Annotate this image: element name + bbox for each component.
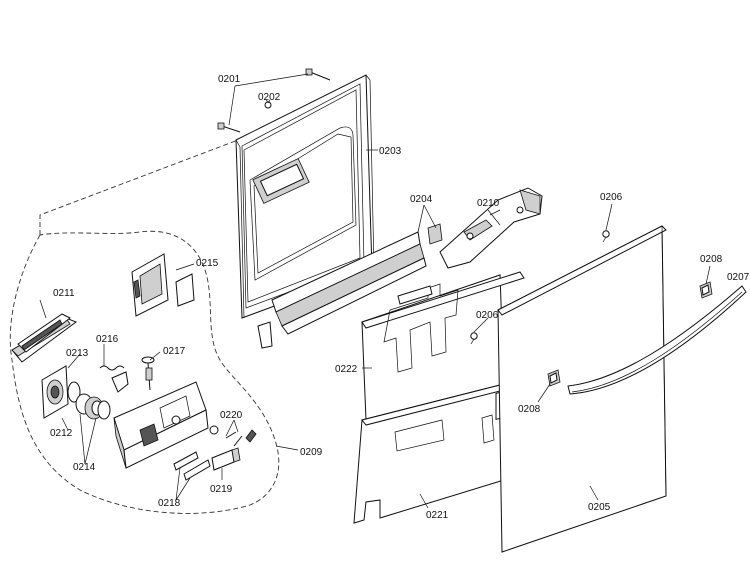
- dashed-leader-to-panel: [39, 139, 239, 235]
- part-0206-screw-upper: [602, 230, 610, 243]
- label-0209: 0209: [300, 447, 323, 458]
- part-0220-parts: [209, 425, 257, 447]
- label-0222: 0222: [335, 364, 358, 375]
- part-0202-screw: [264, 99, 272, 109]
- dispenser-body: [113, 381, 209, 469]
- label-0210: 0210: [477, 198, 500, 209]
- label-0205: 0205: [588, 502, 611, 513]
- part-0210-hinge-bracket: [439, 187, 543, 269]
- label-0213: 0213: [66, 348, 89, 359]
- label-0208-upper: 0208: [700, 254, 723, 265]
- part-0206-screw-lower: [470, 332, 478, 345]
- part-0212-cap: [41, 365, 69, 419]
- part-0221-panel: [353, 380, 547, 524]
- label-0216: 0216: [96, 334, 119, 345]
- label-0203: 0203: [379, 146, 402, 157]
- label-0220: 0220: [220, 410, 243, 421]
- assembly-0209-outline: [9, 230, 280, 514]
- part-0203-inner-door: [235, 74, 375, 319]
- label-0207: 0207: [727, 272, 750, 283]
- label-0206-lower: 0206: [476, 310, 499, 321]
- part-0217-pin: [141, 356, 155, 391]
- part-0218-levers: [173, 451, 211, 481]
- label-0218: 0218: [158, 498, 181, 509]
- label-0219: 0219: [210, 484, 233, 495]
- part-0207-handle-bar: [567, 285, 747, 395]
- part-0213-ring: [67, 381, 81, 403]
- part-0214-seals: [75, 393, 111, 420]
- part-0216-spring: [99, 365, 129, 393]
- label-0202: 0202: [258, 92, 281, 103]
- part-0211-gasket: [11, 313, 78, 363]
- label-0211: 0211: [53, 288, 75, 299]
- label-0204: 0204: [410, 194, 433, 205]
- label-0221: 0221: [426, 510, 449, 521]
- leader-lines: [39, 99, 711, 509]
- part-0204-trim-strip: [257, 204, 443, 349]
- label-0208-lower: 0208: [518, 404, 541, 415]
- label-0201: 0201: [218, 74, 241, 85]
- label-0206-upper: 0206: [600, 192, 623, 203]
- label-0212: 0212: [50, 428, 73, 439]
- part-0219-switch: [211, 447, 241, 471]
- label-0214: 0214: [73, 462, 96, 473]
- part-0215-cover-plate: [131, 253, 195, 317]
- label-0217: 0217: [163, 346, 186, 357]
- part-0208-endcap-upper: [699, 281, 713, 299]
- part-0208-endcap-lower: [547, 369, 561, 387]
- part-0222-insulation: [361, 271, 525, 421]
- part-0201-screws: [217, 68, 331, 133]
- label-0215: 0215: [196, 258, 219, 269]
